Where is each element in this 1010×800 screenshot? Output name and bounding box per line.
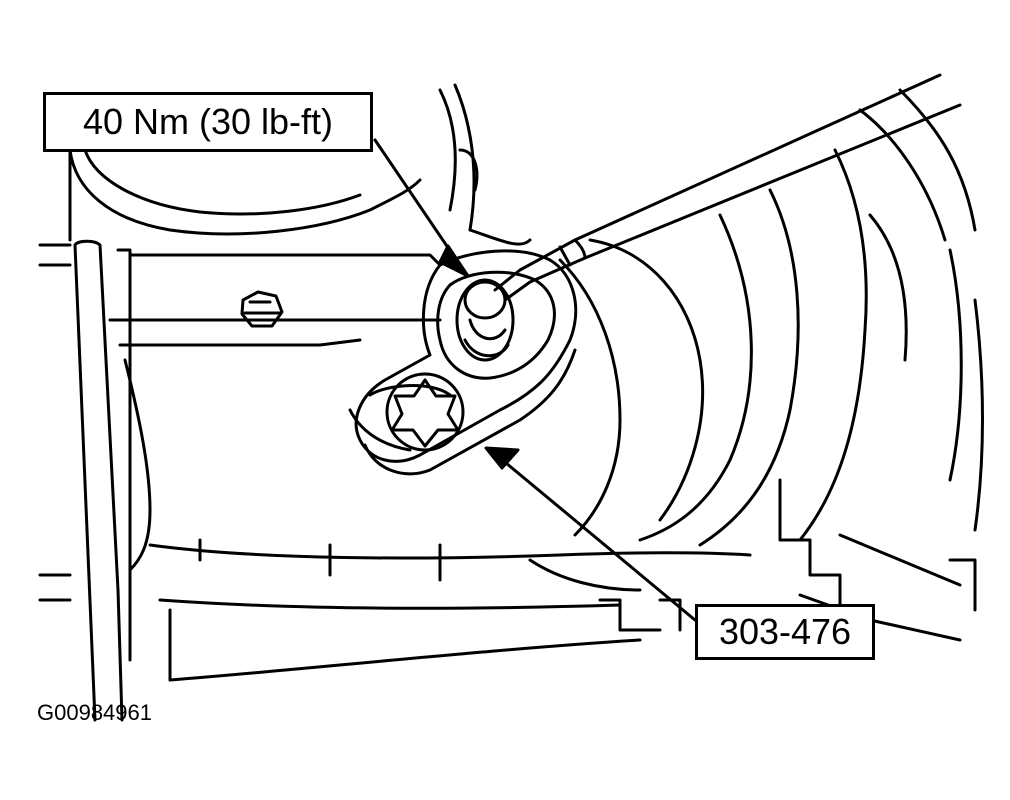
- left-frame: [75, 241, 130, 720]
- leader-lines: [375, 140, 695, 620]
- flange-bolt: [242, 292, 282, 326]
- sensor-cable: [457, 75, 960, 360]
- tool-number-label: 303-476: [695, 604, 875, 660]
- figure-id-label: G00984961: [37, 700, 152, 725]
- upper-housing: [70, 85, 530, 244]
- tool-bracket: [356, 251, 576, 474]
- torque-spec-label: 40 Nm (30 lb-ft): [43, 92, 373, 152]
- right-structure: [560, 90, 983, 640]
